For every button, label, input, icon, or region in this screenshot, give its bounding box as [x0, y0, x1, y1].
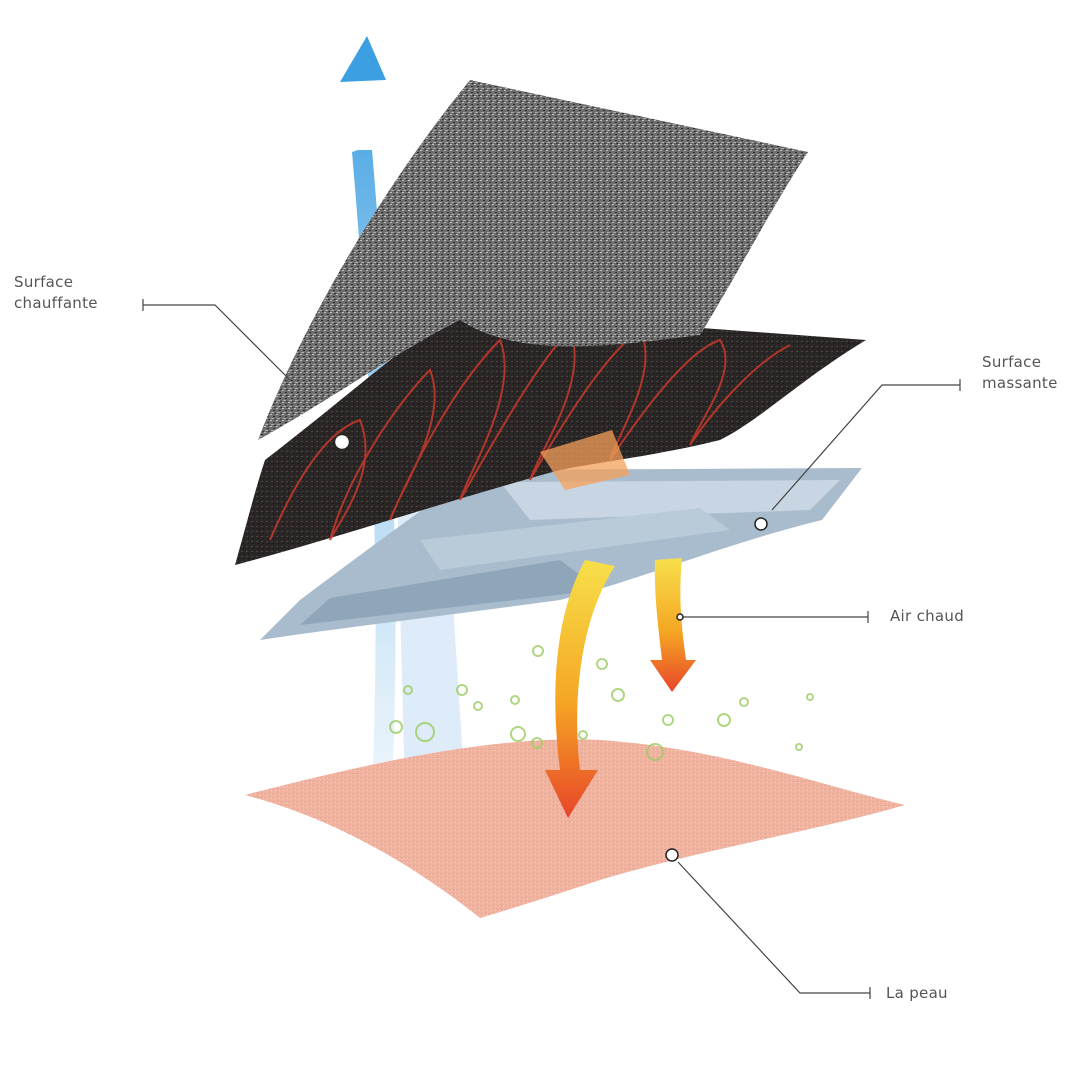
- warm-air-arrows: [545, 558, 696, 818]
- massage-layer: [260, 468, 862, 640]
- fabric-layer: [258, 80, 808, 440]
- callout-dots: [335, 435, 768, 862]
- label-massage-surface-line1: Surface: [982, 353, 1042, 371]
- callout-lines: [142, 299, 961, 999]
- label-heating-surface-line1: Surface: [14, 273, 74, 291]
- label-skin: La peau: [886, 984, 948, 1002]
- label-heating-surface: Surface chauffante: [14, 272, 98, 314]
- skin-layer: [245, 739, 905, 918]
- label-heating-surface-line2: chauffante: [14, 294, 98, 312]
- label-warm-air: Air chaud: [890, 607, 965, 625]
- label-massage-surface-line2: massante: [982, 374, 1058, 392]
- bubbles: [389, 645, 814, 761]
- heating-layer: [235, 310, 866, 565]
- heating-wires: [269, 328, 791, 541]
- label-massage-surface: Surface massante: [982, 352, 1058, 394]
